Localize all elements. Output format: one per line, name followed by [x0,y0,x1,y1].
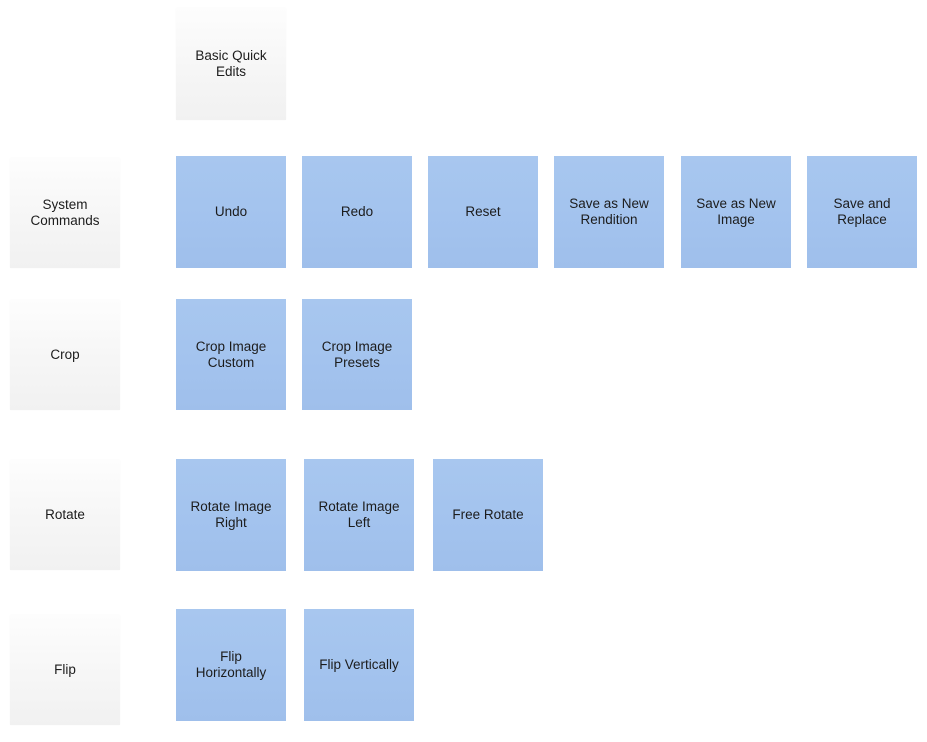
action-note-save-as-new-rendition[interactable]: Save as New Rendition [554,156,664,268]
action-label: Crop Image Presets [321,338,393,370]
action-note-free-rotate[interactable]: Free Rotate [433,459,543,571]
action-label: Save and Replace [833,196,891,227]
category-note-crop[interactable]: Crop [10,300,120,410]
action-label: Rotate Image Left [318,499,400,530]
action-note-save-and-replace[interactable]: Save and Replace [807,156,917,268]
action-label: Save as New Image [696,196,776,227]
action-note-rotate-image-right[interactable]: Rotate Image Right [176,459,286,571]
action-label: Undo [214,204,248,219]
action-note-undo[interactable]: Undo [176,156,286,268]
action-note-flip-vertically[interactable]: Flip Vertically [304,609,414,721]
category-label: Flip [54,662,76,677]
category-label: Crop [50,347,80,362]
category-note-flip[interactable]: Flip [10,615,120,725]
action-label: Free Rotate [452,507,524,522]
action-note-redo[interactable]: Redo [302,156,412,268]
category-label: System Commands [30,197,100,228]
action-note-flip-horizontally[interactable]: Flip Horizontally [176,609,286,721]
header-note[interactable]: Basic Quick Edits [176,8,286,120]
category-label: Rotate [45,507,85,522]
action-label: Crop Image Custom [195,338,267,370]
action-note-save-as-new-image[interactable]: Save as New Image [681,156,791,268]
action-label: Save as New Rendition [569,196,649,227]
action-label: Flip Vertically [319,657,399,672]
action-note-rotate-image-left[interactable]: Rotate Image Left [304,459,414,571]
action-note-crop-image-custom[interactable]: Crop Image Custom [176,299,286,410]
action-label: Reset [465,204,501,219]
action-label: Redo [340,204,374,219]
header-note-label: Basic Quick Edits [195,48,267,79]
action-label: Flip Horizontally [195,649,267,680]
action-label: Rotate Image Right [190,499,272,530]
action-note-reset[interactable]: Reset [428,156,538,268]
action-note-crop-image-presets[interactable]: Crop Image Presets [302,299,412,410]
category-note-system-commands[interactable]: System Commands [10,158,120,268]
category-note-rotate[interactable]: Rotate [10,460,120,570]
